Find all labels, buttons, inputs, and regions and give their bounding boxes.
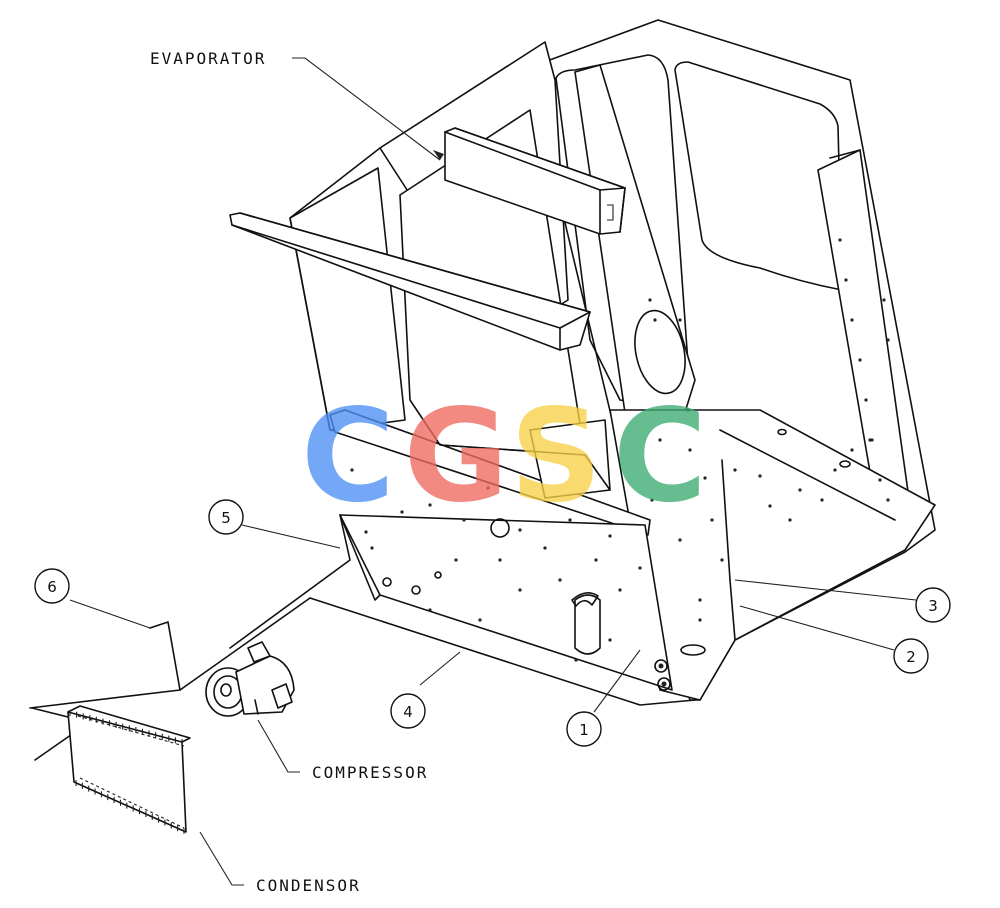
rivet-dot xyxy=(870,438,874,442)
callout-2: 2 xyxy=(893,638,929,674)
rivet-dot xyxy=(686,408,690,412)
condensor-fins xyxy=(69,710,185,834)
rivet-dot xyxy=(820,498,824,502)
evaporator-unit xyxy=(444,127,626,235)
watermark-letter-s: S xyxy=(510,382,602,531)
evaporator-label: EVAPORATOR xyxy=(150,49,266,68)
callouts: 1 2 3 4 5 6 xyxy=(34,499,951,747)
watermark-letter-c2: C xyxy=(613,382,707,531)
rivet-dot xyxy=(454,558,458,562)
rivet-dot xyxy=(543,546,547,550)
condensor-unit xyxy=(67,705,191,833)
rivet-dot xyxy=(768,504,772,508)
rivet-dot xyxy=(720,558,724,562)
rivet-dot xyxy=(648,298,652,302)
rivet-dot xyxy=(698,598,702,602)
callout-4: 4 xyxy=(390,693,426,729)
rivet-dot xyxy=(882,298,886,302)
rivet-dot xyxy=(650,498,654,502)
rivet-dot xyxy=(688,448,692,452)
rivet-dot xyxy=(678,318,682,322)
rivet-dot xyxy=(833,468,837,472)
rivet-dot xyxy=(428,608,432,612)
rivet-dot xyxy=(400,510,404,514)
rivet-dot xyxy=(486,486,490,490)
rivet-dot xyxy=(350,468,354,472)
rivet-dot xyxy=(733,468,737,472)
air-plenum xyxy=(229,212,591,351)
rivet-dot xyxy=(364,530,368,534)
rivet-dot xyxy=(878,478,882,482)
svg-text:3: 3 xyxy=(928,597,938,615)
rivet-dot xyxy=(798,488,802,492)
rivet-dot xyxy=(478,618,482,622)
svg-text:1: 1 xyxy=(579,721,589,739)
svg-text:6: 6 xyxy=(47,578,57,596)
svg-text:5: 5 xyxy=(221,509,231,527)
front-panel xyxy=(339,514,673,691)
svg-text:4: 4 xyxy=(403,703,413,721)
rivet-dot xyxy=(864,398,868,402)
rivet-dot xyxy=(558,578,562,582)
floor-pan-sheet xyxy=(179,514,696,706)
text-labels: EVAPORATOR COMPRESSOR CONDENSOR xyxy=(150,49,428,895)
rivet-dot xyxy=(844,278,848,282)
rivet-dot xyxy=(710,518,714,522)
rivet-dot xyxy=(608,534,612,538)
panel-rivets xyxy=(350,238,890,662)
rivet-dot xyxy=(518,528,522,532)
compressor-label: COMPRESSOR xyxy=(312,763,428,782)
rivet-dot xyxy=(594,558,598,562)
rivet-dot xyxy=(858,358,862,362)
rivet-dot xyxy=(608,638,612,642)
rivet-dot xyxy=(886,498,890,502)
callout-5: 5 xyxy=(208,499,244,535)
rivet-dot xyxy=(658,438,662,442)
condensor-label: CONDENSOR xyxy=(256,876,361,895)
rivet-dot xyxy=(678,538,682,542)
leader-lines xyxy=(69,57,917,886)
rivet-dot xyxy=(886,338,890,342)
rivet-dot xyxy=(568,518,572,522)
compressor-unit xyxy=(205,641,295,717)
rivet-dot xyxy=(850,318,854,322)
rivet-dot xyxy=(838,238,842,242)
rivet-dot xyxy=(370,546,374,550)
rivet-dot xyxy=(498,558,502,562)
rivet-dot xyxy=(462,518,466,522)
watermark-cgsc: C G S C xyxy=(301,382,707,531)
rivet-dot xyxy=(788,518,792,522)
rivet-dot xyxy=(758,474,762,478)
callout-6: 6 xyxy=(34,568,70,604)
rivet-dot xyxy=(698,618,702,622)
watermark-letter-c1: C xyxy=(301,382,395,531)
watermark-letter-g: G xyxy=(403,382,508,531)
rivet-dot xyxy=(653,318,657,322)
svg-text:2: 2 xyxy=(906,648,916,666)
rivet-dot xyxy=(703,476,707,480)
rivet-dot xyxy=(574,658,578,662)
rivet-dot xyxy=(638,566,642,570)
cab-frame xyxy=(289,19,936,701)
rivet-dot xyxy=(618,588,622,592)
rivet-dot xyxy=(518,588,522,592)
rivet-dot xyxy=(850,448,854,452)
rivet-dot xyxy=(428,503,432,507)
callout-3: 3 xyxy=(915,587,951,623)
callout-1: 1 xyxy=(566,711,602,747)
